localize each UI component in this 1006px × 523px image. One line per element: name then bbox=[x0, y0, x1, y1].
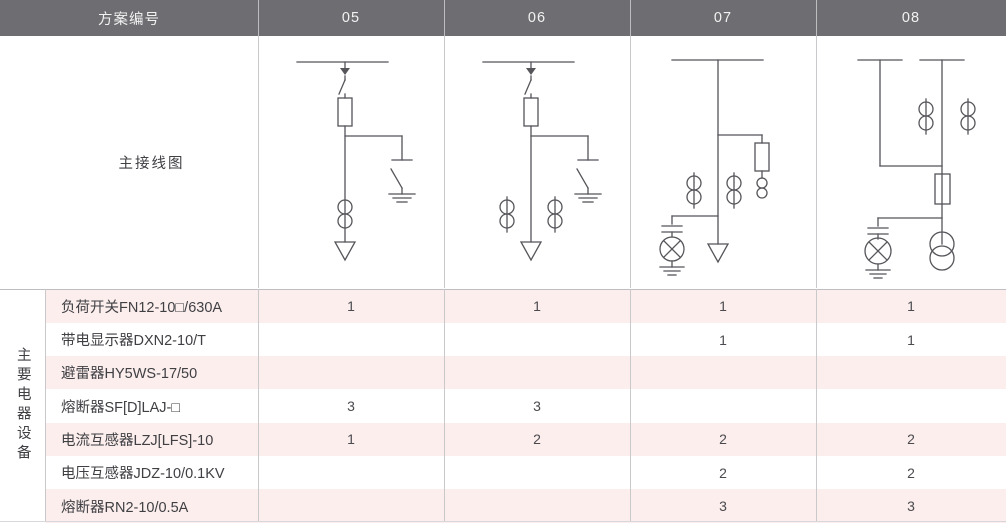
grid-vline-1b bbox=[258, 289, 259, 522]
row-value-07: 3 bbox=[719, 498, 727, 515]
table-row: 负荷开关FN12-10□/630A 1 1 1 1 bbox=[45, 289, 1006, 323]
table-row: 避雷器HY5WS-17/50 bbox=[45, 356, 1006, 390]
table-row: 带电显示器DXN2-10/T 1 1 bbox=[45, 322, 1006, 357]
row-label: 避雷器HY5WS-17/50 bbox=[61, 366, 198, 383]
grid-vline-1 bbox=[258, 36, 259, 288]
header-divider-3 bbox=[630, 0, 631, 36]
header-column-06: 06 bbox=[527, 10, 547, 26]
grid-vline-3 bbox=[630, 36, 631, 288]
grid-vline-2 bbox=[444, 36, 445, 288]
row-value-08: 2 bbox=[907, 431, 915, 448]
row-value-08: 1 bbox=[907, 331, 915, 348]
row-value-05 bbox=[258, 456, 444, 489]
row-value-06: 1 bbox=[533, 298, 541, 315]
row-value-06 bbox=[444, 456, 630, 489]
row-value-06: 2 bbox=[533, 431, 541, 448]
row-label: 负荷开关FN12-10□/630A bbox=[61, 299, 223, 316]
equipment-table-top-border bbox=[0, 289, 1006, 290]
row-value-05 bbox=[258, 356, 444, 389]
row-value-08: 1 bbox=[907, 298, 915, 315]
schematic-diagram-08 bbox=[816, 36, 1006, 288]
table-header bbox=[0, 0, 1006, 36]
table-row: 电压互感器JDZ-10/0.1KV 2 2 bbox=[45, 456, 1006, 490]
row-value-07: 2 bbox=[719, 431, 727, 448]
row-value-07: 2 bbox=[719, 464, 727, 481]
row-label: 带电显示器DXN2-10/T bbox=[61, 333, 207, 350]
row-value-05: 1 bbox=[347, 431, 355, 448]
equipment-section-label: 主要电器设备 bbox=[0, 289, 45, 522]
grid-vline-side bbox=[45, 289, 46, 522]
diagram-band bbox=[0, 36, 1006, 288]
row-label: 电流互感器LZJ[LFS]-10 bbox=[61, 432, 214, 449]
row-value-06 bbox=[444, 356, 630, 389]
schematic-diagram-05 bbox=[258, 36, 444, 288]
row-value-08 bbox=[816, 356, 1006, 389]
schematic-diagram-06 bbox=[444, 36, 630, 288]
row-value-06 bbox=[444, 489, 630, 522]
grid-vline-4 bbox=[816, 36, 817, 288]
grid-vline-4b bbox=[816, 289, 817, 522]
row-value-05: 1 bbox=[347, 298, 355, 315]
row-value-06: 3 bbox=[533, 398, 541, 415]
row-value-05 bbox=[258, 323, 444, 356]
row-value-08: 3 bbox=[907, 498, 915, 515]
row-value-07 bbox=[630, 356, 816, 389]
row-value-08 bbox=[816, 390, 1006, 423]
row-value-07: 1 bbox=[719, 331, 727, 348]
table-row: 熔断器RN2-10/0.5A 3 3 bbox=[45, 489, 1006, 523]
header-column-08: 08 bbox=[901, 10, 921, 26]
row-value-06 bbox=[444, 323, 630, 356]
equipment-table: 主要电器设备 负荷开关FN12-10□/630A 1 1 1 1 带电显示器DX… bbox=[0, 289, 1006, 523]
schematic-diagram-07 bbox=[630, 36, 816, 288]
row-value-07 bbox=[630, 390, 816, 423]
grid-vline-2b bbox=[444, 289, 445, 522]
grid-vline-3b bbox=[630, 289, 631, 522]
header-column-07: 07 bbox=[713, 10, 733, 26]
header-divider-1 bbox=[258, 0, 259, 36]
header-scheme-number: 方案编号 bbox=[98, 11, 160, 28]
table-row: 电流互感器LZJ[LFS]-10 1 2 2 2 bbox=[45, 422, 1006, 457]
row-value-05 bbox=[258, 489, 444, 522]
header-column-05: 05 bbox=[341, 10, 361, 26]
diagram-section-label: 主接线图 bbox=[118, 155, 185, 172]
row-value-08: 2 bbox=[907, 464, 915, 481]
row-value-05: 3 bbox=[347, 398, 355, 415]
row-label: 熔断器RN2-10/0.5A bbox=[61, 499, 189, 516]
row-value-07: 1 bbox=[719, 298, 727, 315]
row-label: 熔断器SF[D]LAJ-□ bbox=[61, 399, 181, 416]
equipment-section-label-text: 主要电器设备 bbox=[14, 347, 31, 464]
row-label: 电压互感器JDZ-10/0.1KV bbox=[61, 466, 225, 483]
header-divider-2 bbox=[444, 0, 445, 36]
header-divider-4 bbox=[816, 0, 817, 36]
table-row: 熔断器SF[D]LAJ-□ 3 3 bbox=[45, 389, 1006, 423]
